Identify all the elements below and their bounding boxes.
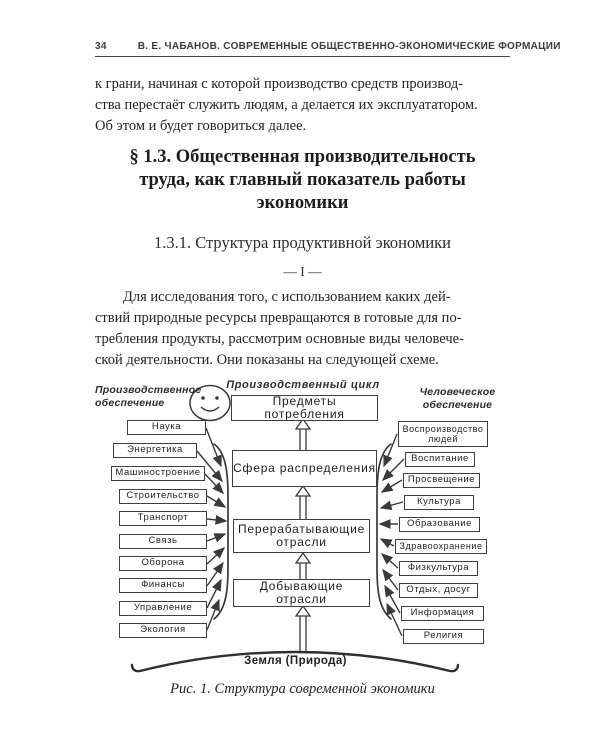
cycle-label: Производственный цикл [226, 379, 380, 391]
diagram-box-consumer-goods: Предметы потребления [231, 394, 378, 421]
diagram-box-right: Образование [399, 517, 480, 532]
figure-caption: Рис. 1. Структура современной экономики [170, 681, 435, 697]
diagram-box-left: Связь [119, 534, 207, 549]
right-feeder-arrows [378, 433, 405, 637]
subsection-heading: 1.3.1. Структура продуктивной экономики [153, 233, 452, 252]
upward-flow-arrows [294, 417, 312, 651]
diagram-box-right: Информация [401, 606, 484, 621]
diagram-box-right: Здравоохранение [395, 539, 487, 554]
left-feeder-arrows [196, 427, 228, 631]
intro-paragraph: Для исследования того, с использованием … [95, 289, 464, 368]
diagram-box-processing: Перерабатывающие отрасли [233, 519, 370, 553]
diagram-box-left: Машиностроение [111, 466, 205, 481]
diagram-box-right: Физкультура [399, 561, 478, 576]
right-group-label: Человеческое обеспечение [419, 386, 496, 411]
diagram-box-right: Просвещение [403, 473, 480, 488]
ground-arc [130, 650, 460, 673]
diagram-box-distribution: Сфера распределения [232, 450, 377, 487]
diagram-box-left: Энергетика [113, 443, 197, 458]
running-head-title: В. Е. ЧАБАНОВ. СОВРЕМЕННЫЕ ОБЩЕСТВЕННО-Э… [137, 41, 561, 52]
paragraph-continuation: к грани, начиная с которой производство … [95, 76, 478, 134]
diagram-lines [130, 384, 460, 673]
diagram-box-left: Финансы [119, 578, 207, 593]
diagram-box-left: Экология [119, 623, 207, 638]
section-heading: § 1.3. Общественная производительность т… [129, 147, 476, 213]
smiley-face-icon [189, 384, 231, 422]
economy-structure-diagram: Производственное обеспечение Производств… [88, 378, 512, 678]
running-head: 34 В. Е. ЧАБАНОВ. СОВРЕМЕННЫЕ ОБЩЕСТВЕНН… [95, 41, 560, 57]
diagram-box-right: Воспитание [405, 452, 475, 467]
diagram-box-right: Религия [403, 629, 484, 644]
diagram-box-right: Отдых, досуг [399, 583, 478, 598]
diagram-box-left: Управление [119, 601, 207, 616]
diagram-box-right: Культура [404, 495, 474, 510]
ground-label: Земля (Природа) [244, 655, 347, 667]
diagram-box-left: Наука [127, 420, 206, 435]
diagram-box-left: Строительство [119, 489, 207, 504]
diagram-box-extraction: Добывающие отрасли [233, 579, 370, 607]
part-marker: — I — [283, 264, 322, 279]
collector-brackets [213, 443, 392, 620]
diagram-box-right: Воспроизводство людей [398, 421, 488, 447]
diagram-box-left: Оборона [119, 556, 207, 571]
left-group-label: Производственное обеспечение [95, 384, 202, 409]
diagram-box-left: Транспорт [119, 511, 207, 526]
page-number: 34 [95, 41, 107, 52]
